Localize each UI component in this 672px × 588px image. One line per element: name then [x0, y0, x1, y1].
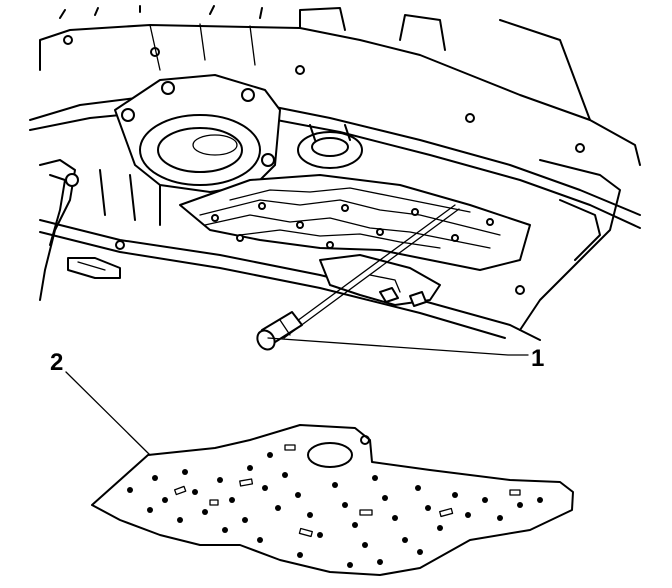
- guide-pin: [256, 204, 460, 351]
- transmission-case: [29, 5, 641, 341]
- fitting: [297, 124, 363, 169]
- callout-1: 1: [267, 337, 544, 372]
- plate-slots: [173, 444, 521, 538]
- valve-body: [179, 174, 531, 307]
- callout-2: 2: [50, 349, 151, 456]
- plate-holes: [127, 452, 543, 568]
- servo-housing: [114, 74, 281, 193]
- separator-plate: [91, 424, 574, 576]
- callout-1-label: 1: [531, 345, 544, 372]
- callout-2-label: 2: [50, 349, 63, 376]
